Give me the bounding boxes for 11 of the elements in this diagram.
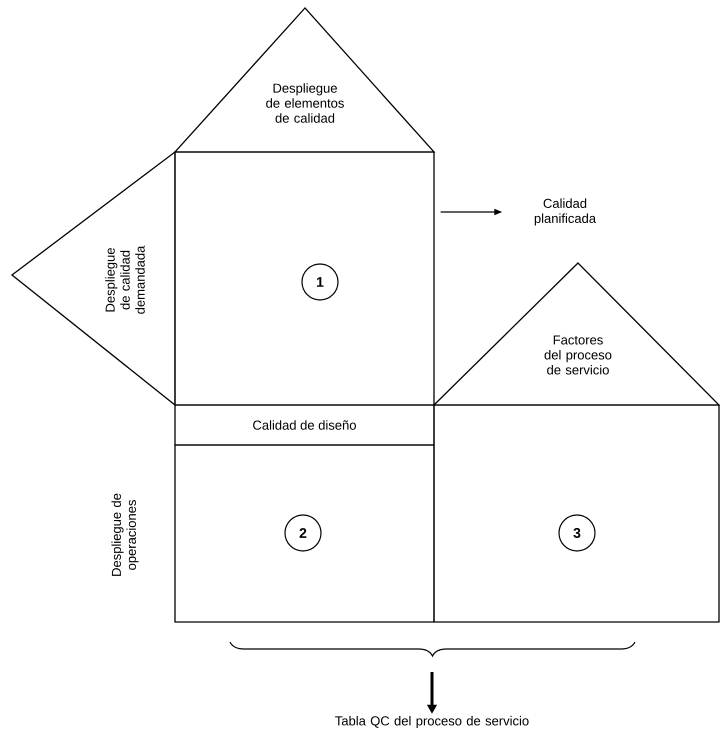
design-quality-band: Calidad de diseño xyxy=(174,404,435,446)
rotated-label: Despliegue de operaciones xyxy=(111,494,139,576)
circled-number: 2 xyxy=(284,514,322,552)
matrix-box xyxy=(174,444,435,623)
text-label: Calidad planificada xyxy=(534,198,596,226)
triangle-section: Factores del proceso de servicio xyxy=(432,262,720,406)
circled-number: 1 xyxy=(301,263,339,301)
matrix-box xyxy=(174,151,435,406)
matrix-box xyxy=(433,404,720,623)
text-label: Tabla QC del proceso de servicio xyxy=(335,716,529,728)
circled-number: 3 xyxy=(558,514,596,552)
